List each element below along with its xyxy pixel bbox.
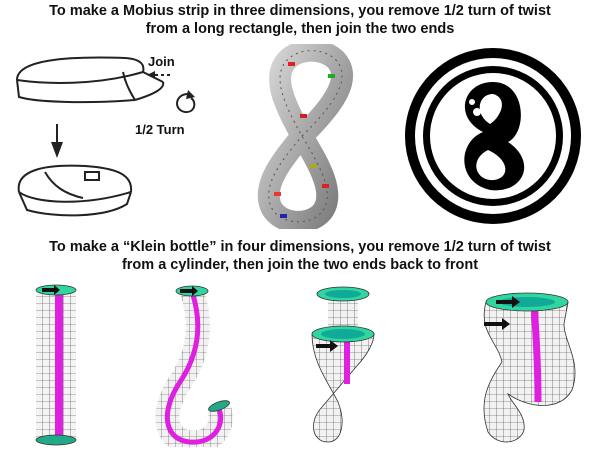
mobius-caption: To make a Mobius strip in three dimensio… xyxy=(0,2,600,38)
klein-caption-line-2: from a cylinder, then join the two ends … xyxy=(0,256,600,274)
half-turn-label: 1/2 Turn xyxy=(135,122,185,137)
figure-eight-track-icon xyxy=(240,44,370,229)
mobius-sketch-icon: Join 1/2 Turn xyxy=(5,42,230,227)
bent-tube-icon xyxy=(140,282,250,447)
mobius-caption-line-1: To make a Mobius strip in three dimensio… xyxy=(0,2,600,20)
klein-caption: To make a “Klein bottle” in four dimensi… xyxy=(0,238,600,274)
klein-bottle-icon xyxy=(468,282,588,447)
klein-caption-line-1: To make a “Klein bottle” in four dimensi… xyxy=(0,238,600,256)
join-label: Join xyxy=(148,54,175,69)
mobius-logo-icon xyxy=(398,42,588,227)
mobius-caption-line-2: from a long rectangle, then join the two… xyxy=(0,20,600,38)
cylinder-icon xyxy=(28,282,88,447)
intersecting-tube-icon xyxy=(298,282,398,447)
